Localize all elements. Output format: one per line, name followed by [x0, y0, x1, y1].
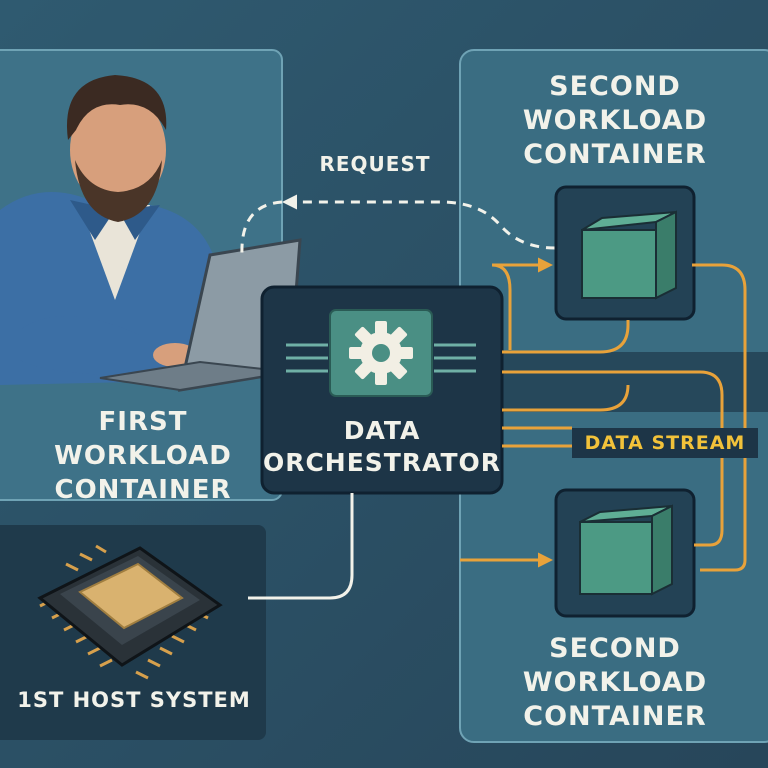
first-label-line1: FIRST — [98, 407, 188, 437]
orch-label-line2: ORCHESTRATOR — [262, 448, 502, 477]
host-connector — [248, 493, 354, 600]
second-bot-line1: SECOND — [549, 633, 681, 664]
cpu-chip-icon — [37, 544, 223, 680]
second-top-line1: SECOND — [549, 71, 681, 102]
cube-icon — [554, 185, 696, 321]
orch-label-line1: DATA — [343, 416, 421, 445]
first-label-line2: WORKLOAD — [54, 441, 232, 471]
request-label: REQUEST — [319, 152, 431, 176]
host-system-label: 1ST HOST SYSTEM — [17, 688, 251, 712]
data-orchestrator-label: DATA ORCHESTRATOR — [262, 415, 502, 479]
second-bot-line2: WORKLOAD — [522, 667, 708, 698]
second-workload-container-label-top: SECOND WORKLOAD CONTAINER — [470, 70, 760, 172]
second-top-line2: WORKLOAD — [522, 105, 708, 136]
data-orchestrator-box — [260, 285, 504, 495]
cube-icon — [554, 488, 696, 618]
first-label-line3: CONTAINER — [54, 475, 232, 505]
gear-icon — [349, 321, 413, 385]
first-workload-container-label: FIRST WORKLOAD CONTAINER — [18, 405, 268, 507]
data-stream-label: DATA STREAM — [572, 428, 758, 458]
second-bot-line3: CONTAINER — [523, 701, 707, 732]
data-stream-lines — [491, 263, 747, 572]
request-tail — [240, 200, 283, 256]
person-illustration — [0, 75, 225, 385]
second-top-line3: CONTAINER — [523, 139, 707, 170]
request-arrow — [282, 194, 556, 250]
stream-band — [460, 352, 768, 412]
second-workload-container-label-bottom: SECOND WORKLOAD CONTAINER — [470, 632, 760, 734]
